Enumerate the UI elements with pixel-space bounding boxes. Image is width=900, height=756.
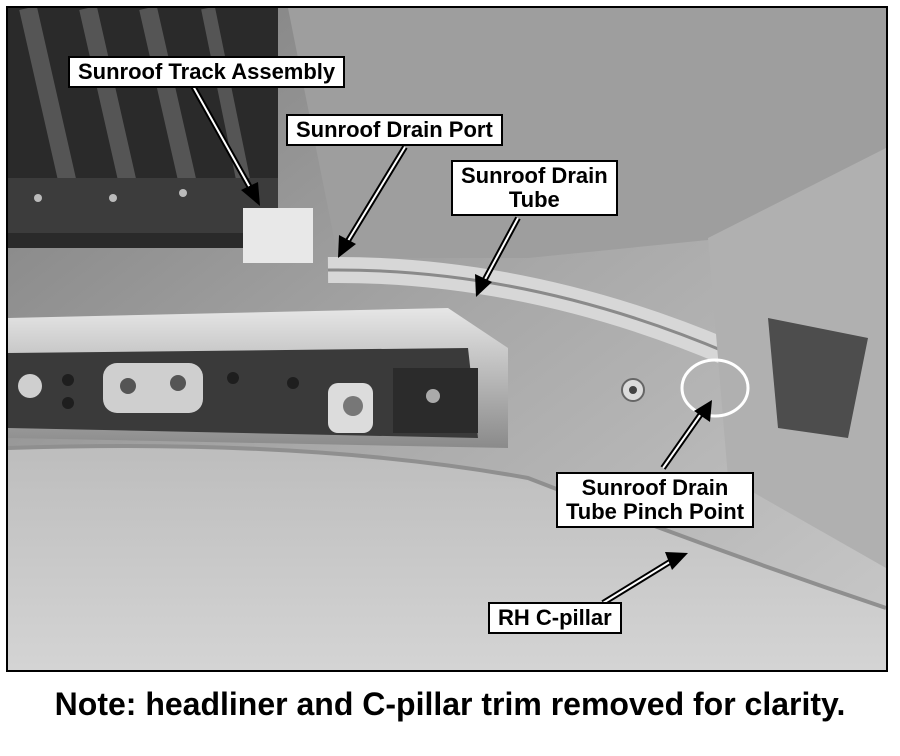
label-text: Sunroof Track Assembly [78, 59, 336, 84]
photo: Sunroof Track Assembly Sunroof Drain Por… [6, 6, 888, 672]
pillar-opening [768, 318, 868, 438]
sunroof-track [8, 8, 313, 263]
pinch-point-circle [680, 358, 750, 418]
vehicle-roof-photo [8, 8, 886, 670]
callout-arrows [190, 84, 712, 606]
label-text: Sunroof Drain Port [296, 117, 493, 142]
label-text-line1: Sunroof Drain [461, 163, 608, 188]
caption-note: Note: headliner and C-pillar trim remove… [54, 686, 846, 722]
label-sunroof-track-assembly: Sunroof Track Assembly [68, 56, 346, 88]
label-text-line1: Sunroof Drain [581, 475, 729, 500]
label-drain-tube-pinch-point: Sunroof Drain Tube Pinch Point [556, 472, 755, 528]
label-sunroof-drain-tube: Sunroof Drain Tube [451, 160, 618, 216]
rail-holes [18, 363, 478, 433]
label-rh-c-pillar: RH C-pillar [488, 602, 622, 634]
lower-panel [8, 446, 886, 670]
label-text-line2: Tube Pinch Point [566, 499, 745, 524]
label-text: RH C-pillar [498, 605, 612, 630]
label-text-line2: Tube [508, 187, 560, 212]
label-sunroof-drain-port: Sunroof Drain Port [286, 114, 503, 146]
